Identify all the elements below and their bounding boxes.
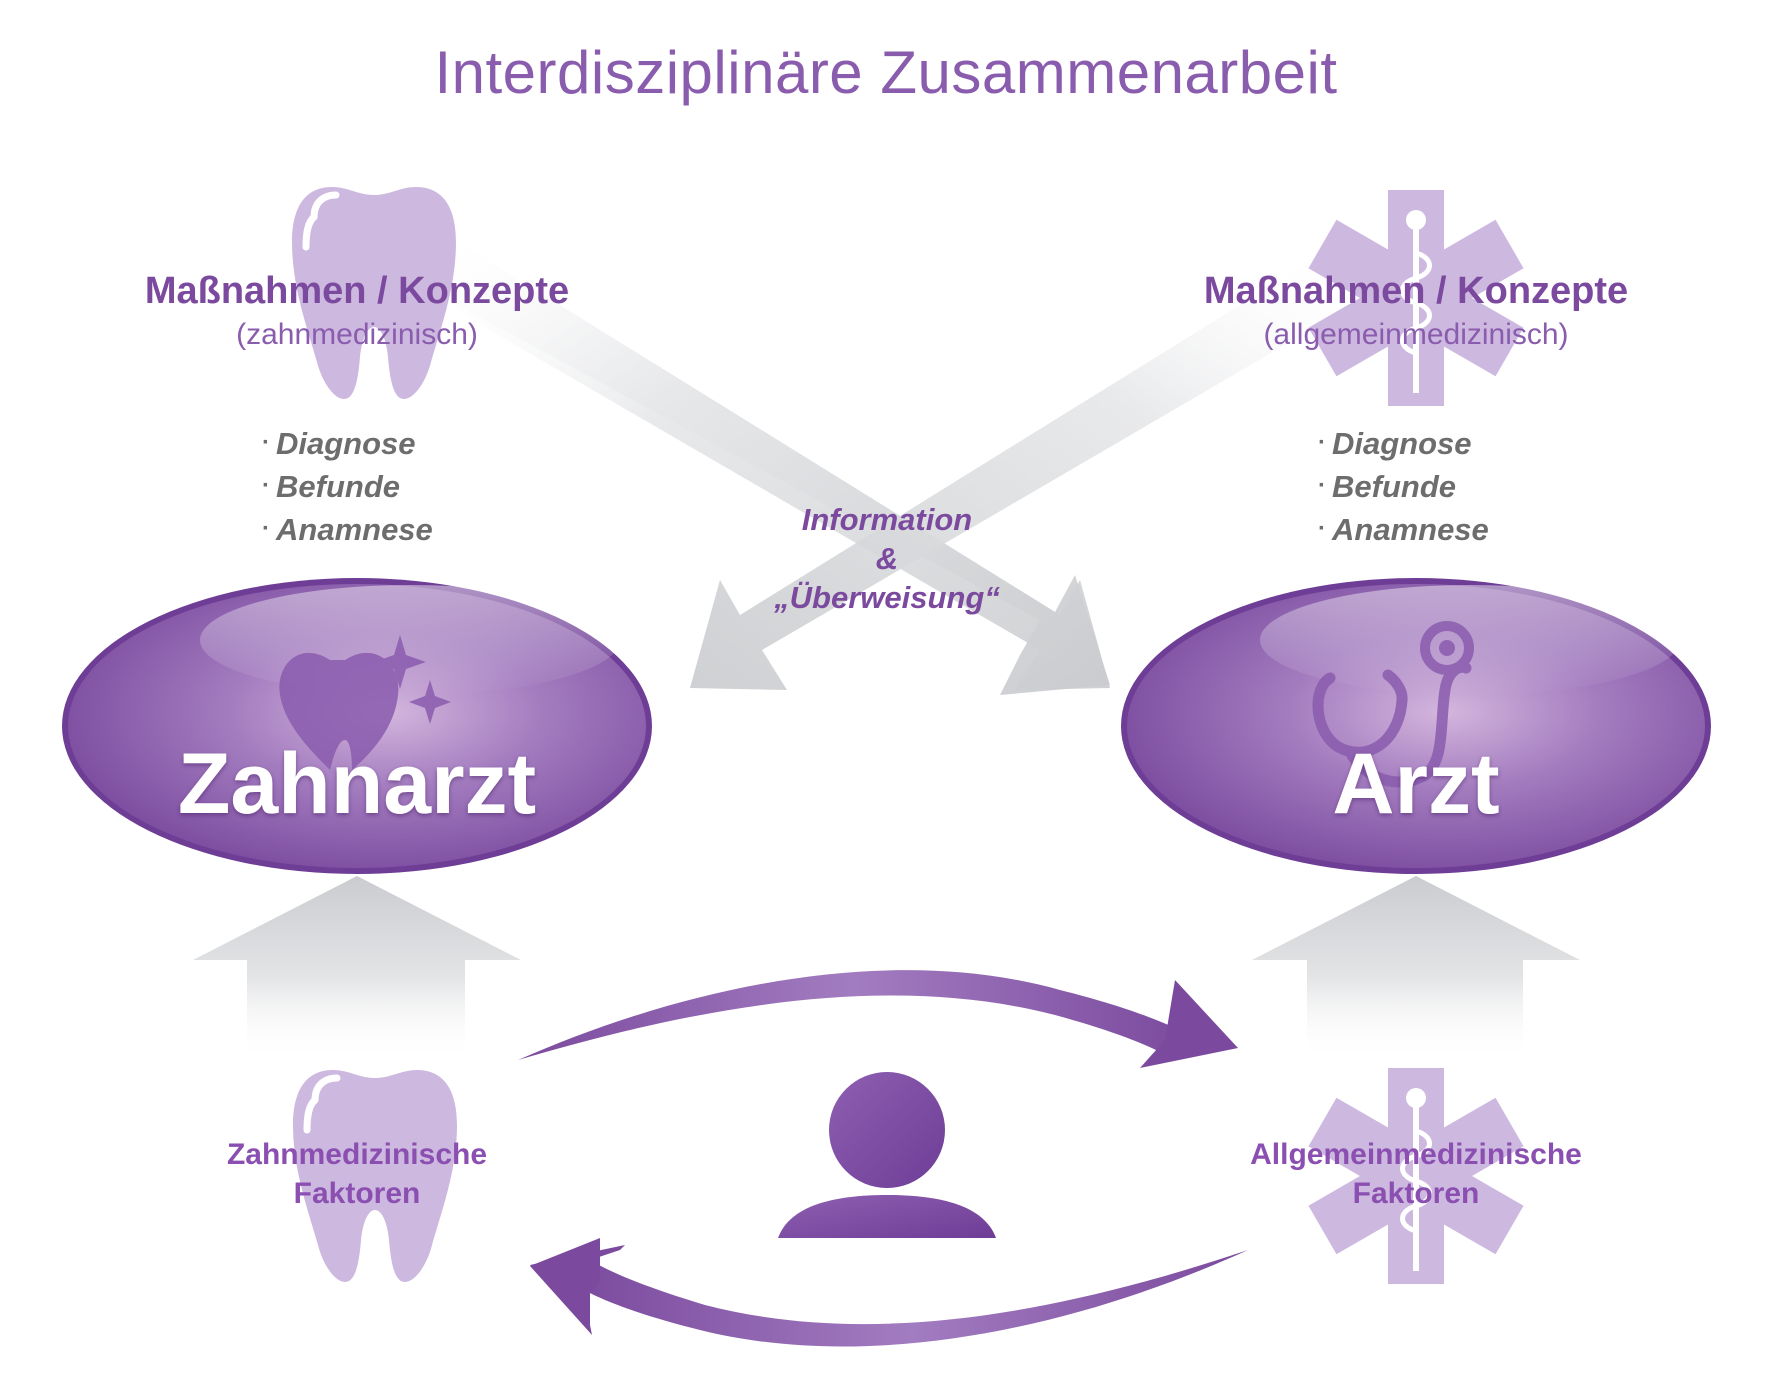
stethoscope-icon [1312, 621, 1474, 788]
left-factors-label: Zahnmedizinische Faktoren [226, 1138, 488, 1210]
left-bullet-list: ·Diagnose ·Befunde ·Anamnese [262, 424, 433, 553]
left-subheading: (zahnmedizinisch) [236, 318, 478, 351]
left-heading: Maßnahmen / Konzepte [144, 270, 570, 312]
right-subheading: (allgemeinmedizinisch) [1263, 318, 1569, 351]
right-heading: Maßnahmen / Konzepte [1203, 270, 1629, 312]
up-arrow-left [193, 876, 521, 1060]
tooth-icon [293, 1070, 457, 1282]
center-label: Information & „Überweisung“ [774, 502, 1000, 615]
cross-arrow-right-to-left [690, 240, 1345, 690]
list-item: ·Anamnese [1318, 512, 1489, 547]
zahnarzt-label: Zahnarzt [177, 736, 537, 832]
list-item: ·Diagnose [262, 426, 416, 461]
curved-arrow-to-zahnarzt [530, 1238, 1248, 1347]
curved-arrow-to-arzt [518, 970, 1238, 1068]
tooth-heart-sparkle-icon [279, 635, 451, 770]
cross-arrow-left-to-right [420, 240, 1110, 695]
tooth-icon [292, 187, 456, 399]
person-icon [778, 1072, 996, 1238]
right-factors-label: Allgemeinmedizinische Faktoren [1250, 1138, 1582, 1210]
list-item: ·Diagnose [1318, 426, 1472, 461]
up-arrow-right [1252, 876, 1580, 1060]
right-bullet-list: ·Diagnose ·Befunde ·Anamnese [1318, 424, 1489, 553]
arzt-label: Arzt [1332, 736, 1500, 832]
star-of-life-icon [1308, 190, 1524, 406]
list-item: ·Anamnese [262, 512, 433, 547]
list-item: ·Befunde [262, 469, 400, 504]
page-title: Interdisziplinäre Zusammenarbeit [434, 39, 1338, 106]
star-of-life-icon [1308, 1068, 1524, 1284]
list-item: ·Befunde [1318, 469, 1456, 504]
